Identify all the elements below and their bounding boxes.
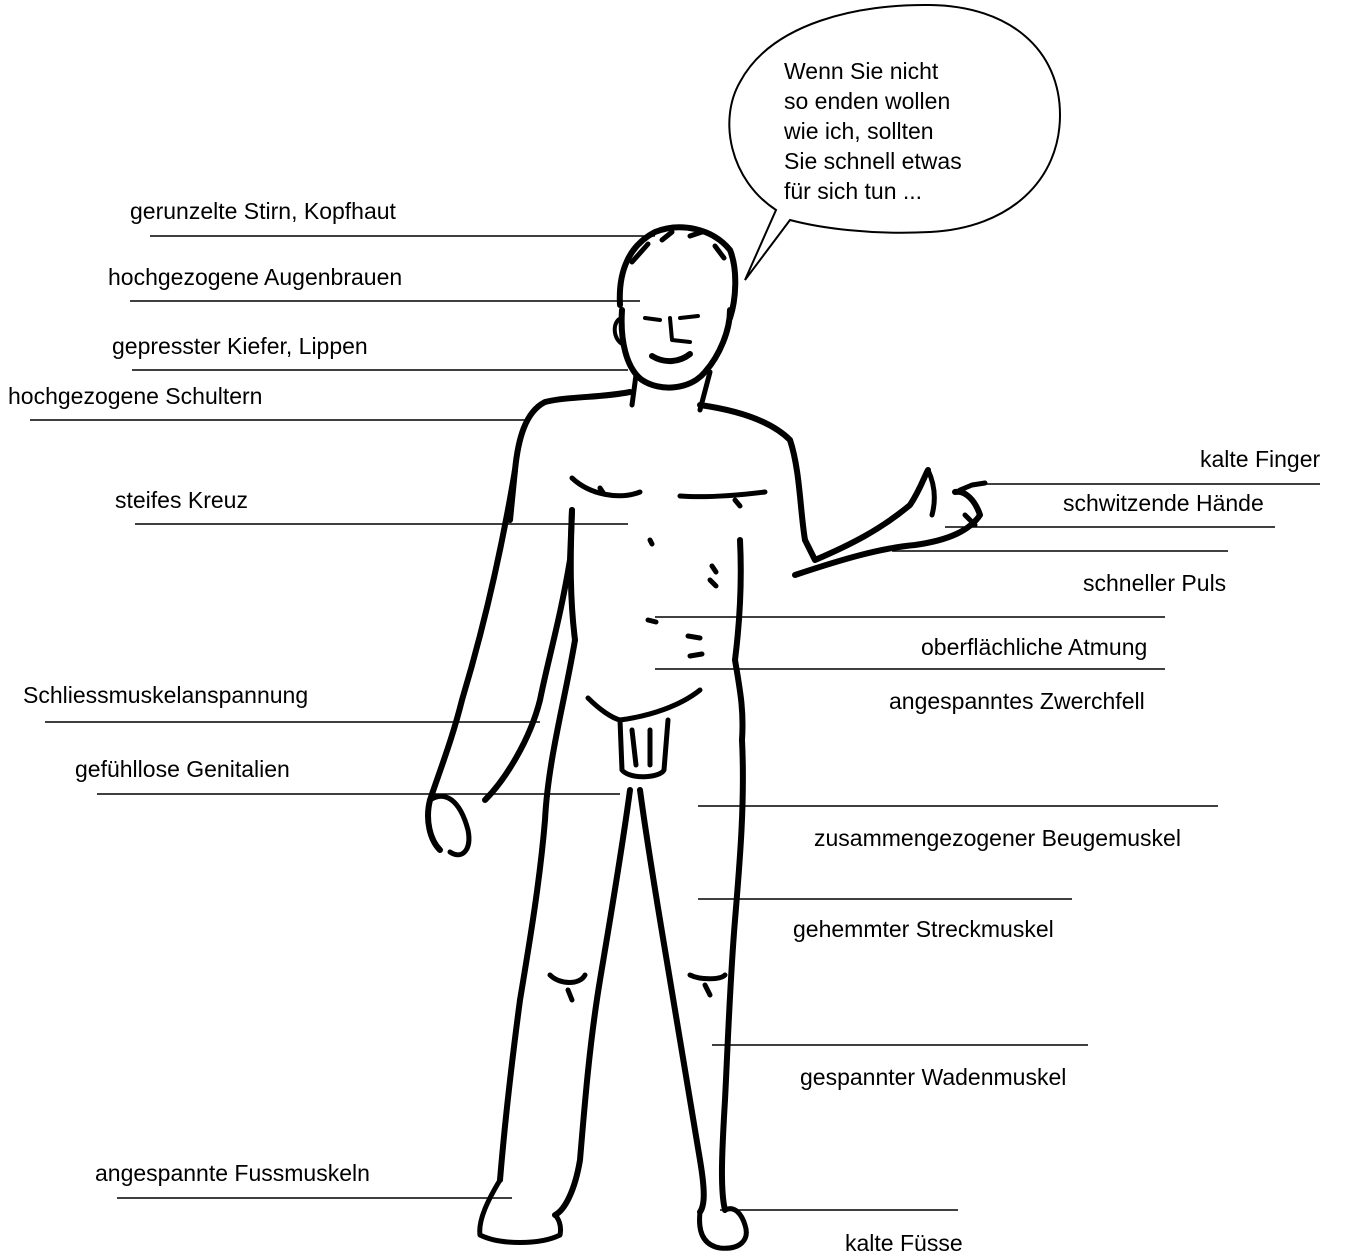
briefs-outline (588, 690, 700, 777)
label-puls: schneller Puls (1083, 570, 1226, 596)
human-figure (428, 227, 985, 1248)
bubble-line: wie ich, sollten (784, 116, 1024, 146)
left-arm-outline (428, 470, 572, 850)
label-streckmuskel: gehemmter Streckmuskel (793, 916, 1054, 942)
label-beugemuskel: zusammengezogener Beugemuskel (814, 825, 1181, 851)
label-atmung: oberflächliche Atmung (921, 634, 1147, 660)
label-finger: kalte Finger (1200, 446, 1320, 472)
label-kiefer: gepresster Kiefer, Lippen (112, 333, 368, 359)
label-haende: schwitzende Hände (1063, 490, 1264, 516)
label-stirn: gerunzelte Stirn, Kopfhaut (130, 198, 396, 224)
bubble-line: Wenn Sie nicht (784, 56, 1024, 86)
bubble-line: Sie schnell etwas (784, 146, 1024, 176)
label-augenbrauen: hochgezogene Augenbrauen (108, 264, 402, 290)
label-schultern: hochgezogene Schultern (8, 383, 262, 409)
right-arm-outline (795, 470, 980, 575)
label-fussmuskeln: angespannte Fussmuskeln (95, 1160, 370, 1186)
label-kreuz: steifes Kreuz (115, 487, 248, 513)
hair-drawing (620, 227, 735, 318)
label-zwerchfell: angespanntes Zwerchfell (889, 688, 1145, 714)
torso-outline (510, 392, 805, 540)
bubble-line: für sich tun ... (784, 176, 1024, 206)
label-wadenmuskel: gespannter Wadenmuskel (800, 1064, 1066, 1090)
label-fuesse: kalte Füsse (845, 1230, 963, 1256)
speech-bubble-text: Wenn Sie nicht so enden wollen wie ich, … (784, 56, 1024, 206)
bubble-line: so enden wollen (784, 86, 1024, 116)
label-genitalien: gefühllose Genitalien (75, 756, 290, 782)
label-schliessmuskel: Schliessmuskelanspannung (23, 682, 308, 708)
